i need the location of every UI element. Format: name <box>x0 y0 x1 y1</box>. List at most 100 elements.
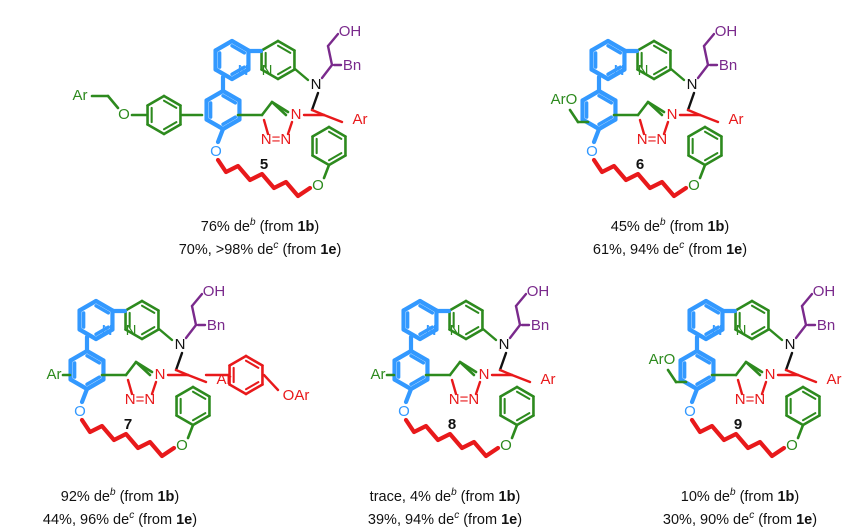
caption-9: 10% deb (from 1b) 30%, 90% dec (from 1e) <box>640 487 840 528</box>
ring-double-bond <box>140 304 156 314</box>
ch2-bond <box>310 91 320 112</box>
ring-double-bond <box>221 115 238 126</box>
ring-double-bond <box>464 326 480 336</box>
ch2-bond <box>498 368 514 377</box>
aryl-o-bond <box>796 423 805 440</box>
caption-6-line1: 45% deb (from 1b) <box>610 217 730 235</box>
triazole-bond <box>458 360 478 374</box>
ring-double-bond <box>409 375 426 386</box>
triazole-nn-label: N=N <box>125 391 155 408</box>
ether-o-label: O <box>688 177 700 194</box>
ring-double-bond <box>704 304 721 315</box>
aryl-red-bond <box>322 113 344 124</box>
benzyl-label: Bn <box>343 57 361 74</box>
caption-7-line1: 92% deb (from 1b) <box>60 487 180 505</box>
pyridine-n-label: N <box>238 62 249 79</box>
ring-double-bond <box>703 152 719 162</box>
triazole-bond <box>270 100 290 114</box>
ring-double-bond <box>191 412 207 422</box>
aryl-red-bond <box>186 373 208 384</box>
ch2-bond <box>293 67 310 82</box>
aryl-link <box>79 386 90 405</box>
aryl-ring-green <box>499 385 535 427</box>
pyridine-n-label: N <box>614 62 625 79</box>
ring-double-bond <box>750 304 766 314</box>
aryl-o-bond <box>698 163 707 180</box>
chiral-bond <box>794 323 808 340</box>
ch2-bond <box>686 108 702 117</box>
ring-bond <box>68 348 90 363</box>
benzyl-label: Bn <box>817 317 835 334</box>
ring-bond <box>311 125 331 138</box>
ring-bond <box>605 67 627 82</box>
ring-double-bond <box>191 390 207 400</box>
ring-bond <box>392 348 414 363</box>
stopper-bond <box>262 373 280 392</box>
ring-bond <box>175 385 195 398</box>
chiral-bond <box>800 304 808 327</box>
ring-double-bond <box>515 412 531 422</box>
caption-8: trace, 4% deb (from 1b) 39%, 94% dec (fr… <box>345 487 545 528</box>
ring-bond <box>140 299 160 312</box>
ring-double-bond <box>244 359 260 369</box>
ring-double-bond <box>464 304 480 314</box>
ring-bond <box>734 328 754 341</box>
hydroxyl-label: OH <box>339 23 362 40</box>
triazole-bond <box>760 380 768 396</box>
ring-double-bond <box>704 325 721 336</box>
triazole-bond <box>126 378 134 396</box>
aryloxy-label: OAr <box>283 387 310 404</box>
ring-bond <box>260 39 280 52</box>
ring-bond <box>499 414 519 427</box>
ring-bond <box>175 414 195 427</box>
ring-bond <box>146 94 166 107</box>
pyridine-n-label: N <box>712 322 723 339</box>
triazole-ring: NN=N <box>448 360 490 408</box>
aryl-red-bond <box>796 373 818 384</box>
triazole-n-label: N <box>479 366 490 383</box>
ring-double-bond <box>801 412 817 422</box>
ether-o-label: O <box>684 403 696 420</box>
ring-bond <box>464 299 484 312</box>
alkyl-chain <box>403 417 501 459</box>
ring-bond <box>734 299 754 312</box>
triazole-bond <box>638 118 646 136</box>
ring-bond <box>191 414 211 427</box>
caption-5-line2: 70%, >98% dec (from 1e) <box>178 239 342 258</box>
ring-bond <box>162 123 182 136</box>
pyridine-n-label: N <box>638 62 649 79</box>
ring-double-bond <box>695 375 712 386</box>
aryl-label: Ar <box>371 366 386 383</box>
ring-double-bond <box>221 94 238 105</box>
compound-number: 6 <box>636 156 644 173</box>
ring-double-bond <box>418 304 435 315</box>
pyridine-n-label: N <box>426 322 437 339</box>
chiral-bond <box>326 44 334 67</box>
ring-bond <box>785 385 805 398</box>
ring-double-bond <box>703 130 719 140</box>
ring-double-bond <box>409 354 426 365</box>
ring-bond <box>162 94 182 107</box>
ring-double-bond <box>85 375 102 386</box>
ring-bond <box>636 39 656 52</box>
ring-double-bond <box>162 121 178 131</box>
ring-bond <box>93 298 115 313</box>
ring-bond <box>785 414 805 427</box>
chiral-bond <box>508 323 522 340</box>
phenylene-ring-blue <box>392 348 430 392</box>
ring-bond <box>244 354 264 367</box>
ring-double-bond <box>230 44 247 55</box>
phenylene-ring-blue <box>678 348 716 392</box>
triazole-bond <box>150 380 158 396</box>
ether-o-label: O <box>398 403 410 420</box>
aryloxy-label: ArO <box>551 91 578 108</box>
chiral-bond <box>514 292 528 308</box>
triazole-bond <box>646 100 666 114</box>
ether-o-label: O <box>586 143 598 160</box>
aryl-red-bond <box>510 373 532 384</box>
ring-bond <box>750 299 770 312</box>
pyridine-ring-blue <box>213 38 251 82</box>
chiral-bond <box>190 304 198 327</box>
benzyl-label: Bn <box>719 57 737 74</box>
ring-double-bond <box>276 66 292 76</box>
